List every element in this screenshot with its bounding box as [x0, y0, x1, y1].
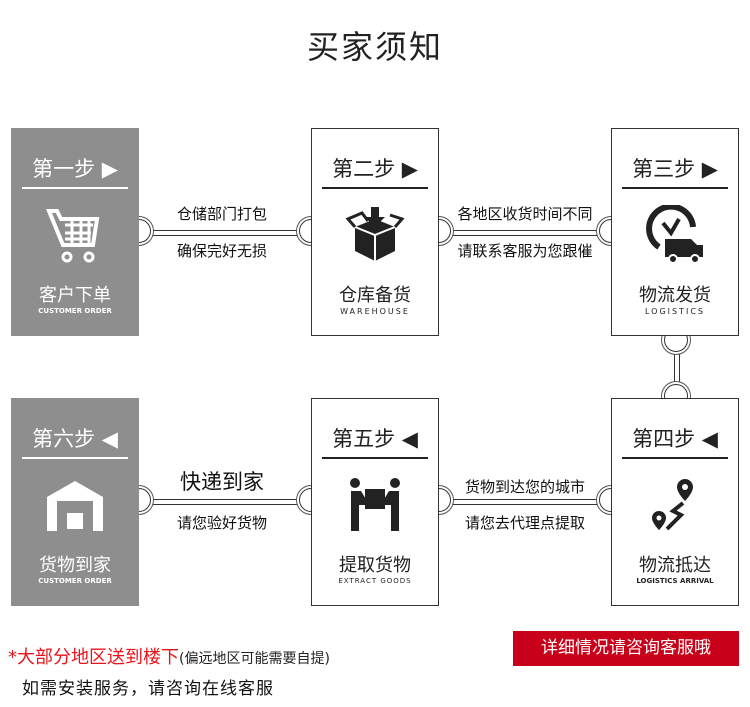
connector-1-top: 仓储部门打包 [176, 205, 267, 223]
step-sub: WAREHOUSE [340, 307, 410, 316]
step-sub: EXTRACT GOODS [338, 577, 412, 585]
step-sub: LOGISTICS [644, 307, 705, 316]
step-sub: LOGISTICS ARRIVAL [636, 577, 714, 585]
connector-4-top: 快递到家 [180, 470, 264, 494]
page-title: 买家须知 [306, 28, 443, 66]
step-1-box: 第一步 ▶ 客户下单 CUSTOMER ORDER [11, 128, 139, 336]
shopping-cart-icon [46, 209, 100, 263]
step-label: 第四步 ◀ [632, 427, 718, 451]
delivery-truck-icon [646, 205, 703, 264]
connector-1-bottom: 确保完好无损 [176, 242, 267, 260]
step-name: 客户下单 [39, 285, 111, 306]
connector-2-bottom: 请联系客服为您跟催 [457, 242, 593, 260]
delivery-note: *大部分地区送到楼下(偏远地区可能需要自提) [8, 643, 330, 669]
step-label: 第一步 ▶ [32, 157, 118, 181]
step-sub: CUSTOMER ORDER [38, 307, 112, 315]
step-name: 仓库备货 [339, 285, 411, 306]
step-label: 第二步 ▶ [332, 157, 418, 181]
connector-4-bottom: 请您验好货物 [176, 514, 267, 532]
delivery-note-paren: (偏远地区可能需要自提) [179, 651, 330, 667]
step-name: 物流抵达 [639, 555, 711, 576]
delivery-note-red: *大部分地区送到楼下 [8, 647, 179, 668]
step-name: 货物到家 [39, 555, 111, 576]
step-name: 提取货物 [339, 555, 411, 576]
install-note: 如需安装服务，请咨询在线客服 [22, 679, 274, 699]
step-4-box: 第四步 ◀ 物流抵达 LOGISTICS ARRIVAL [611, 398, 739, 606]
step-sub: CUSTOMER ORDER [38, 577, 112, 585]
step-6-box: 第六步 ◀ 货物到家 CUSTOMER ORDER [11, 398, 139, 606]
connector-2-top: 各地区收货时间不同 [457, 205, 593, 223]
step-label: 第五步 ◀ [332, 427, 418, 451]
step-name: 物流发货 [639, 285, 711, 306]
step-3-box: 第三步 ▶ 物流发货 LOGISTICS [611, 128, 739, 336]
step-2-box: 第二步 ▶ 仓库备货 WAREHOUSE [311, 128, 439, 336]
step-label: 第六步 ◀ [32, 427, 118, 451]
step-5-box: 第五步 ◀ 提取货物 EXTRACT GOODS [311, 398, 439, 606]
people-carrying-box-icon [350, 478, 400, 531]
connector-3-top: 货物到达您的城市 [464, 478, 585, 496]
contact-service-button[interactable]: 详细情况请咨询客服哦 [513, 631, 739, 666]
connector-3-bottom: 请您去代理点提取 [464, 514, 585, 532]
box-icon [345, 207, 405, 261]
warehouse-icon [47, 481, 103, 531]
map-pin-route-icon [652, 479, 693, 531]
step-label: 第三步 ▶ [632, 157, 718, 181]
